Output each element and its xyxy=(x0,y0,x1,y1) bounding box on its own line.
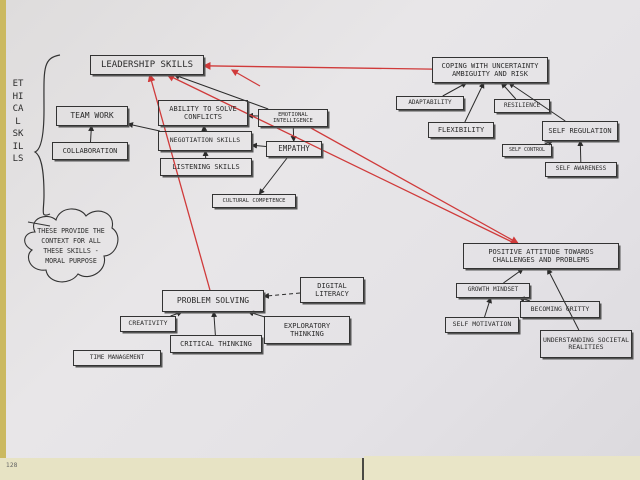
node-self-motivation: SELF MOTIVATION xyxy=(445,317,519,333)
node-flexibility: FLEXIBILITY xyxy=(428,122,494,138)
node-adaptability: ADAPTABILITY xyxy=(396,96,464,110)
page-edge xyxy=(0,0,6,458)
edge-becoming-gritty-to-growth-mindset xyxy=(518,296,531,303)
node-problem-solving: PROBLEM SOLVING xyxy=(162,290,264,312)
node-ability-to-solve-conflicts: ABILITY TO SOLVE CONFLICTS xyxy=(158,100,248,126)
node-growth-mindset: GROWTH MINDSET xyxy=(456,283,530,298)
edge-coping-to-leadership xyxy=(202,62,433,70)
node-digital-literacy: DIGITAL LITERACY xyxy=(300,277,364,303)
node-positive-attitude: POSITIVE ATTITUDE TOWARDS CHALLENGES AND… xyxy=(463,243,619,269)
edge-negotiation-to-teamwork xyxy=(127,122,160,132)
edge-flexibility-to-coping xyxy=(464,82,485,123)
node-cultural-competence: CULTURAL COMPETENCE xyxy=(212,194,296,208)
page-number: 128 xyxy=(6,462,18,469)
node-self-awareness: SELF AWARENESS xyxy=(545,162,617,177)
book-page-right xyxy=(364,456,640,480)
node-empathy: EMPATHY xyxy=(266,141,322,157)
edge-empathy-to-negotiation xyxy=(251,142,267,149)
book-page-left xyxy=(0,458,362,480)
edge-collaboration-to-teamwork xyxy=(88,125,95,143)
ethical-skills-brace xyxy=(33,54,61,216)
side-label-ethical-skills: ETHICAL SKILLS xyxy=(12,79,24,164)
node-listening-skills: LISTENING SKILLS xyxy=(160,158,252,176)
node-negotiation-skills: NEGOTIATION SKILLS xyxy=(158,131,252,151)
edge-self-control-to-self-regulation xyxy=(544,139,554,146)
node-resilience: RESILIENCE xyxy=(494,99,550,113)
edge-resilience-to-coping xyxy=(500,82,517,100)
node-emotional-intelligence: EMOTIONAL INTELLIGENCE xyxy=(258,109,328,127)
edge-critical-thinking-to-problem-solving xyxy=(211,311,218,336)
node-coping-with-uncertainty: COPING WITH UNCERTAINTY AMBIGUITY AND RI… xyxy=(432,57,548,83)
node-leadership-skills: LEADERSHIP SKILLS xyxy=(90,55,204,75)
node-becoming-gritty: BECOMING GRITTY xyxy=(520,301,600,318)
edge-digital-literacy-to-problem-solving xyxy=(263,292,301,299)
edge-self-motivation-to-growth-mindset xyxy=(484,297,492,318)
edge-positive-attitude-to-leadership xyxy=(166,74,515,244)
edge-growth-mindset-to-positive-attitude xyxy=(503,268,524,284)
edge-self-regulation-to-coping xyxy=(508,82,566,122)
node-understanding-societal-realities: UNDERSTANDING SOCIETAL REALITIES xyxy=(540,330,632,358)
moral-purpose-note: THESE PROVIDE THE CONTEXT FOR ALL THESE … xyxy=(37,227,105,265)
node-creativity: CREATIVITY xyxy=(120,316,176,332)
node-self-control: SELF CONTROL xyxy=(502,144,552,157)
node-exploratory-thinking: EXPLORATORY THINKING xyxy=(264,316,350,344)
edge-adaptability-to-coping xyxy=(442,82,468,97)
node-critical-thinking: CRITICAL THINKING xyxy=(170,335,262,353)
edge-emotional-intelligence-to-positive-attitude xyxy=(308,126,519,244)
edge-emotional-intelligence-to-leadership xyxy=(173,73,269,110)
edge-exploratory-thinking-to-problem-solving xyxy=(247,310,265,318)
note-cloud xyxy=(24,208,119,283)
edge-societal-realities-to-positive-attitude xyxy=(547,268,580,331)
node-self-regulation: SELF REGULATION xyxy=(542,121,618,141)
edge-creativity-to-problem-solving xyxy=(170,310,183,317)
node-collaboration: COLLABORATION xyxy=(52,142,128,160)
node-time-management: TIME MANAGEMENT xyxy=(73,350,161,366)
edge-self-awareness-to-self-regulation xyxy=(577,140,584,163)
edge-problem-solving-to-leadership xyxy=(147,73,211,291)
node-team-work: TEAM WORK xyxy=(56,106,128,126)
paper-sheet xyxy=(0,0,640,458)
edge-empathy-to-cultural-competence xyxy=(258,156,289,195)
